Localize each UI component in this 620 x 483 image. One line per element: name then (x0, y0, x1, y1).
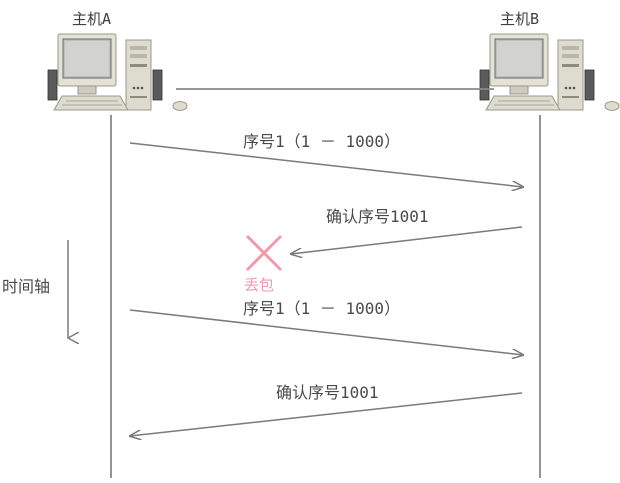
message-4-label: 确认序号1001 (276, 383, 379, 402)
host-b-label: 主机B (500, 10, 539, 28)
message-4-arrow (130, 392, 523, 436)
message-2-label: 确认序号1001 (326, 207, 429, 226)
message-1-arrow (129, 142, 523, 187)
host-b-computer-icon (479, 33, 620, 111)
message-3-label: 序号1（1 － 1000） (243, 299, 400, 318)
host-a-computer-icon (47, 33, 188, 111)
message-2-arrow (291, 226, 523, 254)
packet-loss-label: 丢包 (244, 276, 274, 294)
time-axis-label: 时间轴 (2, 277, 50, 296)
message-3-arrow (129, 309, 523, 355)
message-1-label: 序号1（1 － 1000） (243, 132, 400, 151)
host-a-label: 主机A (72, 10, 111, 28)
packet-loss-x-icon (245, 234, 283, 272)
